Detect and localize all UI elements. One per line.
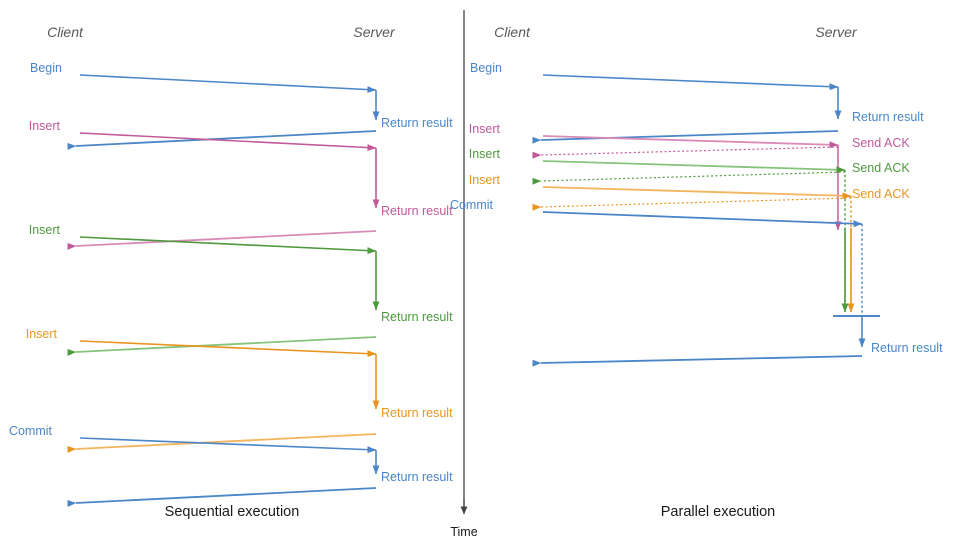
seq-request-2 bbox=[79, 236, 377, 255]
seq-request-3 bbox=[79, 340, 377, 358]
par-insert-request-1 bbox=[542, 160, 846, 174]
par-begin-return-label: Return result bbox=[852, 110, 924, 124]
seq-return-label-3: Return result bbox=[381, 406, 453, 420]
par-insert-label-1: Insert bbox=[469, 147, 501, 161]
par-ack-label-2: Send ACK bbox=[852, 187, 910, 201]
seq-response-3 bbox=[67, 433, 377, 453]
par-insert-request-0 bbox=[542, 135, 839, 149]
par-ack-label-1: Send ACK bbox=[852, 161, 910, 175]
seq-response-4 bbox=[67, 487, 377, 507]
seq-response-2 bbox=[67, 336, 377, 356]
seq-client-label-1: Insert bbox=[29, 119, 61, 133]
seq-client-label-0: Begin bbox=[30, 61, 62, 75]
seq-client-label-4: Commit bbox=[9, 424, 53, 438]
seq-response-1 bbox=[67, 230, 377, 250]
par-begin-label: Begin bbox=[470, 61, 502, 75]
par-insert-label-0: Insert bbox=[469, 122, 501, 136]
par-ack-label-0: Send ACK bbox=[852, 136, 910, 150]
par-insert-label-2: Insert bbox=[469, 173, 501, 187]
panel-parallel-client-header: Client bbox=[494, 24, 531, 40]
seq-client-label-3: Insert bbox=[26, 327, 58, 341]
par-begin-request bbox=[542, 74, 839, 91]
panel-sequential-server-header: Server bbox=[353, 24, 396, 40]
seq-request-1 bbox=[79, 132, 377, 152]
seq-return-label-0: Return result bbox=[381, 116, 453, 130]
seq-return-label-4: Return result bbox=[381, 470, 453, 484]
par-insert-ack-2 bbox=[532, 197, 852, 211]
seq-return-label-2: Return result bbox=[381, 310, 453, 324]
time-axis-label: Time bbox=[450, 525, 477, 539]
panel-sequential-caption: Sequential execution bbox=[165, 504, 300, 520]
par-insert-ack-1 bbox=[532, 171, 846, 185]
seq-client-label-2: Insert bbox=[29, 223, 61, 237]
seq-request-4 bbox=[79, 437, 377, 454]
seq-request-0 bbox=[79, 74, 377, 94]
panel-parallel-caption: Parallel execution bbox=[661, 504, 775, 520]
seq-response-0 bbox=[67, 130, 377, 150]
par-commit-response bbox=[532, 355, 863, 367]
par-insert-request-2 bbox=[542, 186, 852, 200]
par-insert-ack-0 bbox=[532, 146, 839, 159]
seq-return-label-1: Return result bbox=[381, 204, 453, 218]
par-commit-return-label: Return result bbox=[871, 341, 943, 355]
par-commit-request bbox=[542, 211, 863, 228]
par-begin-response bbox=[532, 130, 839, 144]
par-commit-label: Commit bbox=[450, 198, 494, 212]
panel-sequential-client-header: Client bbox=[47, 24, 84, 40]
panel-parallel-server-header: Server bbox=[815, 24, 858, 40]
